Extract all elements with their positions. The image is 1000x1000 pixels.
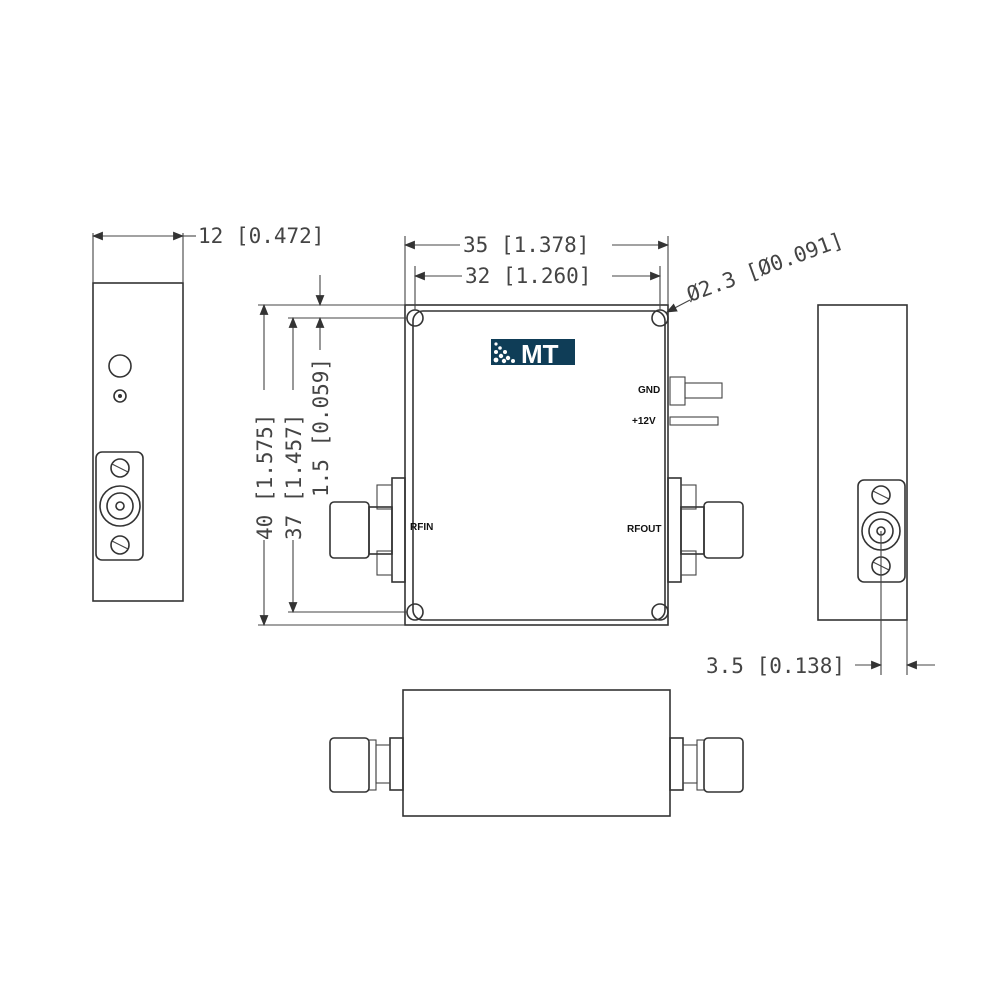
dim-hole-offset: 1.5 [0.059] <box>309 358 333 497</box>
rfin-connector <box>329 477 406 583</box>
dim-height-outer: 40 [1.575] <box>253 414 277 540</box>
bottom-side-view <box>329 689 744 817</box>
label-12v: +12V <box>632 416 656 427</box>
company-logo: MT <box>491 339 575 369</box>
left-side-view: 12 [0.472] <box>91 224 324 602</box>
rfout-connector <box>667 477 744 583</box>
dim-connector-offset: 3.5 [0.138] <box>706 654 845 678</box>
label-rfin: RFIN <box>410 522 433 533</box>
label-rfout: RFOUT <box>627 524 661 535</box>
dim-width-outer: 35 [1.378] <box>463 233 589 257</box>
right-side-view: 3.5 [0.138] <box>706 304 935 678</box>
sma-flange-left <box>95 451 144 561</box>
dim-hole-diameter: Ø2.3 [Ø0.091] <box>684 228 847 307</box>
svg-text:MT: MT <box>521 339 559 369</box>
dim-width-holes: 32 [1.260] <box>465 264 591 288</box>
gnd-terminal-screw <box>669 376 723 406</box>
dim-thickness: 12 [0.472] <box>198 224 324 248</box>
dim-height-holes: 37 [1.457] <box>282 414 306 540</box>
label-gnd: GND <box>638 385 660 396</box>
top-view: MT GND +12V RFIN RFOUT <box>253 228 847 627</box>
power-pin-12v <box>669 416 719 426</box>
mounting-hole-icon <box>108 354 132 378</box>
